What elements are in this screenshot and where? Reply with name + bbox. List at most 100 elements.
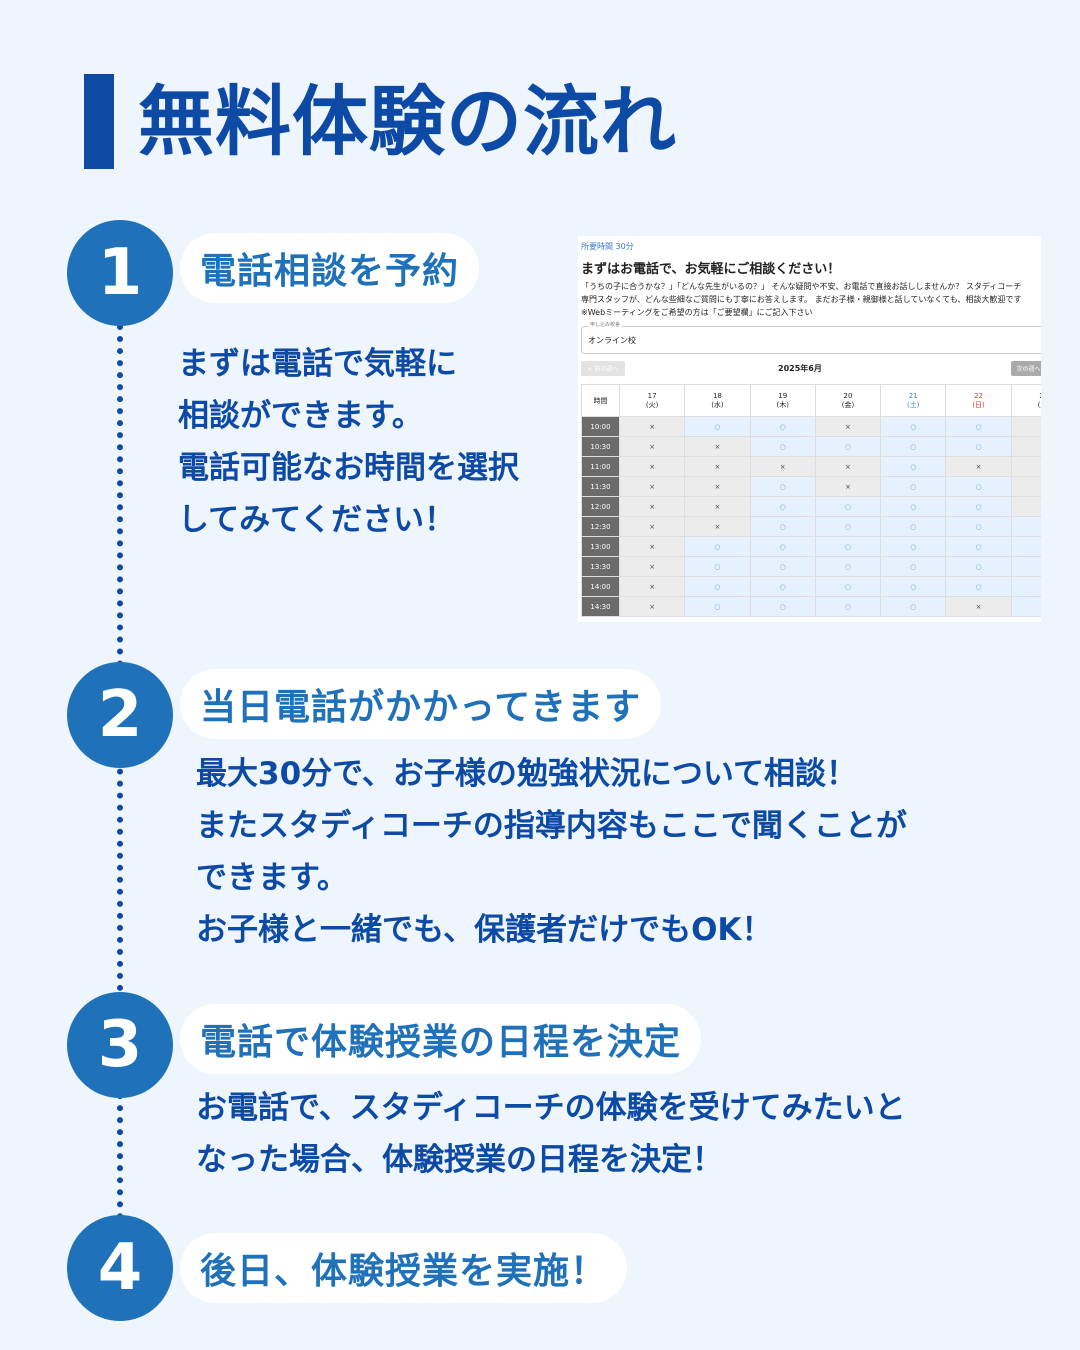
available-slot[interactable]: ○ bbox=[880, 456, 947, 477]
available-slot[interactable]: ○ bbox=[945, 576, 1012, 597]
available-slot[interactable]: ○ bbox=[749, 556, 816, 577]
time-column-header: 時間 bbox=[581, 384, 620, 417]
time-slot-label: 11:30 bbox=[581, 476, 620, 497]
time-slot-label: 13:00 bbox=[581, 536, 620, 557]
day-date: 22 bbox=[974, 391, 983, 400]
booking-heading: まずはお電話で、お気軽にご相談ください！ bbox=[581, 262, 841, 277]
available-slot[interactable]: ○ bbox=[814, 436, 882, 457]
time-slot-label: 10:00 bbox=[581, 416, 620, 437]
day-of-week: (土) bbox=[907, 400, 920, 409]
available-slot[interactable]: ○ bbox=[880, 576, 947, 597]
available-slot[interactable]: ○ bbox=[749, 476, 816, 497]
step-desc-2: 最大30分で、お子様の勉強状況について相談！ またスタディコーチの指導内容もここ… bbox=[196, 756, 907, 948]
table-row: 14:00×○○○○○○ bbox=[581, 576, 1041, 597]
unavailable-slot: × bbox=[1010, 416, 1041, 437]
step-number-1: 1 bbox=[67, 220, 173, 326]
unavailable-slot: × bbox=[1010, 436, 1041, 457]
available-slot[interactable]: ○ bbox=[814, 556, 882, 577]
day-date: 18 bbox=[712, 391, 722, 400]
time-slot-label: 12:30 bbox=[581, 516, 620, 537]
school-select-value: オンライン校 bbox=[588, 336, 636, 345]
step-title-2: 当日電話がかかってきます bbox=[180, 669, 662, 739]
available-slot[interactable]: ○ bbox=[684, 536, 751, 557]
available-slot[interactable]: ○ bbox=[1010, 536, 1041, 557]
available-slot[interactable]: ○ bbox=[684, 556, 751, 577]
time-slot-label: 14:30 bbox=[581, 596, 620, 617]
available-slot[interactable]: ○ bbox=[880, 476, 947, 497]
step-title-4: 後日、体験授業を実施！ bbox=[180, 1233, 628, 1303]
day-header: 19(木) bbox=[749, 384, 816, 417]
day-date: 20 bbox=[843, 391, 853, 400]
next-week-button[interactable]: 次の週へ bbox=[1011, 361, 1041, 376]
title-accent-bar bbox=[84, 74, 114, 169]
unavailable-slot: × bbox=[945, 596, 1012, 617]
time-slot-label: 12:00 bbox=[581, 496, 620, 517]
day-of-week: (金) bbox=[841, 400, 855, 409]
table-row: 12:00××○○○○× bbox=[581, 496, 1041, 517]
prev-week-button[interactable]: < 前の週へ bbox=[581, 361, 625, 376]
available-slot[interactable]: ○ bbox=[880, 416, 947, 437]
available-slot[interactable]: ○ bbox=[945, 496, 1012, 517]
unavailable-slot: × bbox=[618, 436, 686, 457]
day-date: 19 bbox=[778, 391, 788, 400]
available-slot[interactable]: ○ bbox=[880, 596, 947, 617]
day-of-week: (月) bbox=[1037, 400, 1041, 409]
day-header: 23(月) bbox=[1010, 384, 1041, 417]
available-slot[interactable]: ○ bbox=[880, 536, 947, 557]
available-slot[interactable]: ○ bbox=[749, 416, 816, 437]
step-desc-1: まずは電話で気軽に 相談ができます。 電話可能なお時間を選択 してみてください！ bbox=[178, 346, 519, 538]
unavailable-slot: × bbox=[814, 476, 882, 497]
unavailable-slot: × bbox=[1010, 476, 1041, 497]
available-slot[interactable]: ○ bbox=[1010, 516, 1041, 537]
step-title-3: 電話で体験授業の日程を決定 bbox=[180, 1004, 702, 1074]
available-slot[interactable]: ○ bbox=[749, 436, 816, 457]
day-date: 21 bbox=[908, 391, 918, 400]
available-slot[interactable]: ○ bbox=[945, 436, 1012, 457]
available-slot[interactable]: ○ bbox=[1010, 596, 1041, 617]
available-slot[interactable]: ○ bbox=[684, 576, 751, 597]
school-select[interactable]: 申し込み校舎 オンライン校 bbox=[581, 321, 1041, 354]
step-number-2: 2 bbox=[67, 662, 173, 768]
available-slot[interactable]: ○ bbox=[749, 596, 816, 617]
unavailable-slot: × bbox=[618, 536, 686, 557]
available-slot[interactable]: ○ bbox=[684, 416, 751, 437]
available-slot[interactable]: ○ bbox=[1010, 576, 1041, 597]
available-slot[interactable]: ○ bbox=[880, 516, 947, 537]
table-row: 10:00×○○×○○× bbox=[581, 416, 1041, 437]
day-header: 21(土) bbox=[880, 384, 947, 417]
available-slot[interactable]: ○ bbox=[880, 556, 947, 577]
available-slot[interactable]: ○ bbox=[814, 516, 882, 537]
available-slot[interactable]: ○ bbox=[945, 416, 1012, 437]
time-slot-label: 10:30 bbox=[581, 436, 620, 457]
unavailable-slot: × bbox=[618, 516, 686, 537]
available-slot[interactable]: ○ bbox=[880, 496, 947, 517]
booking-screenshot: 所要時間 30分 まずはお電話で、お気軽にご相談ください！ 「うちの子に合うかな… bbox=[578, 236, 1041, 622]
available-slot[interactable]: ○ bbox=[1010, 556, 1041, 577]
available-slot[interactable]: ○ bbox=[945, 516, 1012, 537]
available-slot[interactable]: ○ bbox=[814, 496, 882, 517]
available-slot[interactable]: ○ bbox=[880, 436, 947, 457]
available-slot[interactable]: ○ bbox=[749, 536, 816, 557]
available-slot[interactable]: ○ bbox=[749, 576, 816, 597]
available-slot[interactable]: ○ bbox=[749, 516, 816, 537]
table-row: 11:00××××○×× bbox=[581, 456, 1041, 477]
unavailable-slot: × bbox=[1010, 496, 1041, 517]
step-desc-3: お電話で、スタディコーチの体験を受けてみたいと なった場合、体験授業の日程を決定… bbox=[196, 1090, 906, 1178]
available-slot[interactable]: ○ bbox=[684, 596, 751, 617]
day-of-week: (日) bbox=[972, 400, 985, 409]
unavailable-slot: × bbox=[684, 456, 751, 477]
booking-duration: 所要時間 30分 bbox=[581, 242, 634, 251]
unavailable-slot: × bbox=[684, 496, 751, 517]
page-title: 無料体験の流れ bbox=[138, 77, 677, 166]
unavailable-slot: × bbox=[684, 516, 751, 537]
available-slot[interactable]: ○ bbox=[814, 576, 882, 597]
time-slot-label: 11:00 bbox=[581, 456, 620, 477]
available-slot[interactable]: ○ bbox=[749, 496, 816, 517]
available-slot[interactable]: ○ bbox=[814, 536, 882, 557]
unavailable-slot: × bbox=[684, 436, 751, 457]
table-row: 13:00×○○○○○○ bbox=[581, 536, 1041, 557]
available-slot[interactable]: ○ bbox=[945, 476, 1012, 497]
available-slot[interactable]: ○ bbox=[814, 596, 882, 617]
available-slot[interactable]: ○ bbox=[945, 556, 1012, 577]
available-slot[interactable]: ○ bbox=[945, 536, 1012, 557]
